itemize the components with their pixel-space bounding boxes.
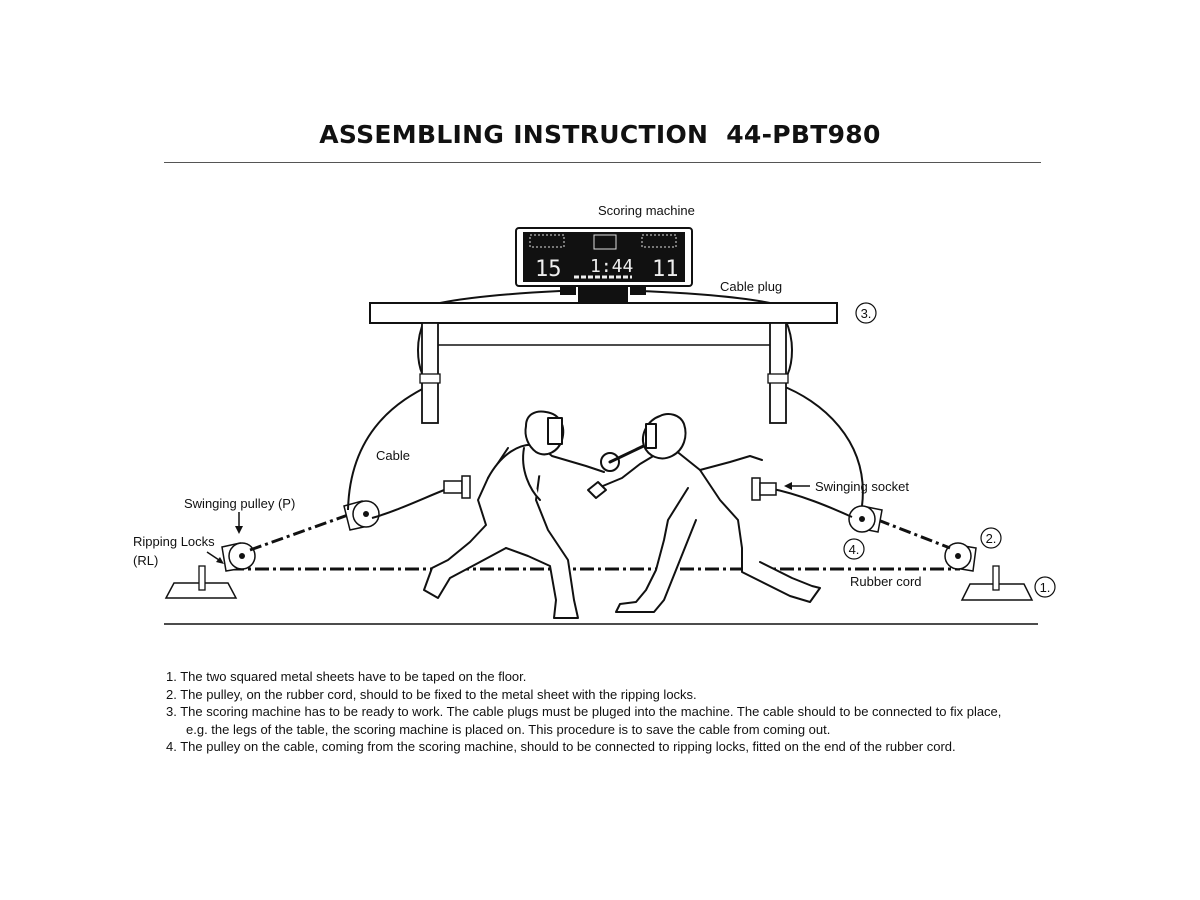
right-cable [639,290,864,507]
step-3: 3. The scoring machine has to be ready t… [166,704,1002,719]
svg-text:2.: 2. [986,531,997,546]
left-cable-plug [560,287,576,295]
left-metal-sheet [164,565,238,599]
right-swinging-socket [751,477,777,501]
step-4: 4. The pulley on the cable, coming from … [166,739,956,754]
label-scoring-machine: Scoring machine [598,203,695,218]
label-ripping-locks: Ripping Locks [133,534,215,549]
svg-text:3.: 3. [861,306,872,321]
display-time: 1:44 [590,256,633,277]
label-ripping-locks-abbr: (RL) [133,553,158,568]
title-model-number: 44-PBT980 [726,120,881,149]
label-cable: Cable [376,448,410,463]
callout-1: 1. [1034,576,1056,598]
display-left-score: 15 [535,257,562,282]
right-body-wire [767,487,853,518]
right-cable-plug [630,287,646,295]
svg-text:1.: 1. [1040,580,1051,595]
step-1: 1. The two squared metal sheets have to … [166,669,527,684]
callout-4: 4. [843,538,865,560]
scoring-machine: 15 1:44 11 [515,227,693,303]
label-cable-plug: Cable plug [720,279,782,294]
label-rubber-cord: Rubber cord [850,574,922,589]
svg-text:4.: 4. [849,542,860,557]
table [369,302,838,424]
label-swinging-socket: Swinging socket [815,479,909,494]
right-fencer [587,413,821,613]
display-right-score: 11 [652,257,679,282]
title-divider [164,162,1041,163]
callout-2: 2. [980,527,1002,549]
right-metal-sheet [960,565,1034,601]
title-main: ASSEMBLING INSTRUCTION [319,120,709,149]
label-swinging-pulley: Swinging pulley (P) [184,496,295,511]
instruction-steps: 1. The two squared metal sheets have to … [166,668,1066,756]
right-ripping-lock [944,542,977,572]
left-body-wire [371,486,453,519]
left-swinging-socket [443,475,471,499]
left-fencer [423,410,654,619]
callout-3: 3. [855,302,877,324]
left-cable [347,290,561,511]
left-ripping-lock [221,542,256,572]
step-3-continued: e.g. the legs of the table, the scoring … [186,721,831,737]
left-swinging-pulley [343,500,380,531]
document-title: ASSEMBLING INSTRUCTION 44-PBT980 [0,120,1200,149]
left-pulley-lead [249,513,349,552]
right-swinging-pulley [848,505,883,533]
right-pulley-lead [877,518,951,550]
step-2: 2. The pulley, on the rubber cord, shoul… [166,686,697,702]
